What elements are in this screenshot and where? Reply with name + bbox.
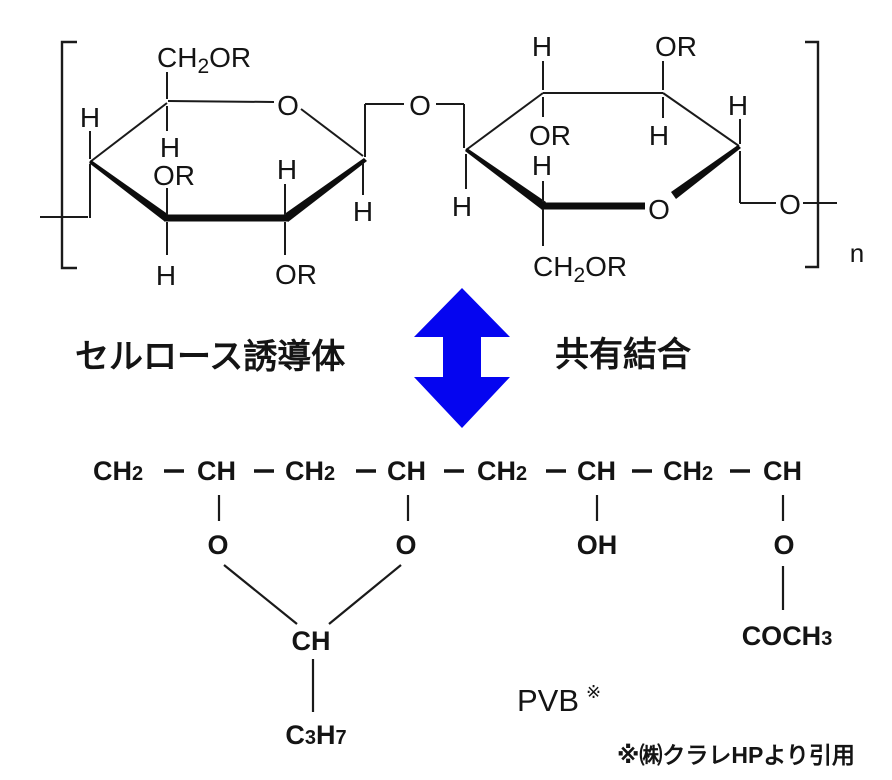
ring-bond [89, 102, 168, 163]
repeat-subscript-n: n [850, 238, 864, 268]
atom-ring-o: O [648, 194, 670, 225]
bond [223, 564, 298, 625]
chain-group: CH2 [477, 456, 527, 486]
double-arrow-icon [414, 288, 510, 428]
atom-h: H [353, 196, 373, 227]
chain-group: CH [763, 456, 802, 486]
atom-ch2or: CH2OR [533, 251, 627, 287]
atom-h: H [160, 132, 180, 163]
ring-bond [465, 92, 544, 151]
atom-or: OR [655, 31, 697, 62]
atom-h: H [532, 31, 552, 62]
atom-h: H [80, 102, 100, 133]
atom-h: H [156, 260, 176, 291]
ring-wedge-bond [465, 148, 546, 209]
chain-group: CH [577, 456, 616, 486]
atom-h: H [649, 120, 669, 151]
chain-group: CH2 [663, 456, 713, 486]
left-repeat-bracket [60, 40, 77, 270]
chain-group: CH [197, 456, 236, 486]
ring-wedge-bond [283, 158, 367, 222]
pvb-label: PVB※ [517, 682, 601, 718]
atom-h: H [452, 191, 472, 222]
chain-group: CH2 [285, 456, 335, 486]
atom-chain-o: O [779, 189, 801, 220]
atom-or: OR [153, 160, 195, 191]
atom-ring-o: O [277, 90, 299, 121]
atom-oh: OH [577, 530, 618, 560]
chain-group: CH2 [93, 456, 143, 486]
atom-h: H [728, 90, 748, 121]
citation-note: ※㈱クラレHPより引用 [617, 742, 855, 768]
ring-bond [662, 92, 740, 147]
pvb-structure: CH2 CH CH2 CH CH2 CH CH2 CH O O OH O CH … [93, 456, 832, 750]
cellulose-label: セルロース誘導体 [75, 338, 345, 376]
atom-or: OR [529, 120, 571, 151]
atom-o: O [395, 530, 416, 560]
atom-h: H [277, 154, 297, 185]
covalent-bond-label: 共有結合 [555, 336, 691, 374]
cellulose-structure: n CH2OR H O H OR H H OR H O [40, 31, 864, 291]
ring-bond [167, 100, 275, 103]
chain-group: CH [387, 456, 426, 486]
right-repeat-bracket [805, 40, 820, 269]
atom-coch3: COCH3 [742, 621, 833, 651]
atom-h: H [532, 150, 552, 181]
atom-o: O [773, 530, 794, 560]
atom-bridge-o: O [409, 90, 431, 121]
ring-bond [300, 108, 364, 157]
atom-o: O [207, 530, 228, 560]
atom-ch2or: CH2OR [157, 42, 251, 78]
atom-or: OR [275, 259, 317, 290]
ring-wedge-bond [671, 145, 741, 199]
bond [328, 564, 402, 625]
atom-ch: CH [292, 626, 331, 656]
atom-c3h7: C3H7 [285, 720, 346, 750]
ring-wedge-bond [89, 160, 169, 221]
